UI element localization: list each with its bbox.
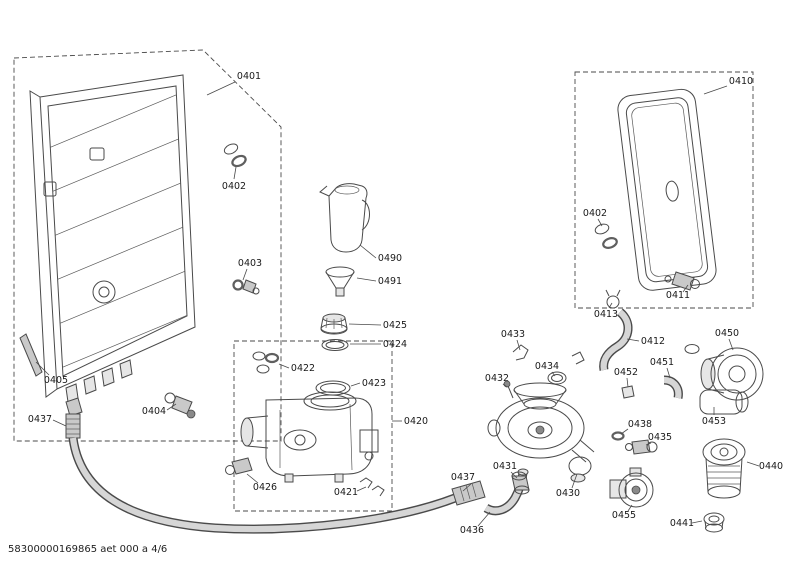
part-label-0450: 0450 [715,328,739,339]
part-cap-0441 [703,512,725,533]
part-clip-small [571,351,585,365]
group-outline-pump-0420 [233,340,393,512]
part-label-0453: 0453 [702,416,726,427]
part-seals-0422 [252,351,280,374]
footer-document-code: 58300000169865 aet 000 a 4/6 [8,544,167,555]
part-label-0436: 0436 [460,525,484,536]
part-seal-rings-right [594,223,618,249]
part-clips-0421 [359,477,385,497]
part-label-0451: 0451 [650,357,674,368]
part-door-panel [617,88,717,291]
part-fitting-0431 [511,471,530,495]
part-label-0402: 0402 [222,181,246,192]
part-label-0411: 0411 [666,290,690,301]
part-drain-pump-0455 [609,467,654,508]
part-hose-0451 [663,375,683,399]
part-seal-rings-left [223,143,247,168]
part-label-0438: 0438 [628,419,652,430]
part-label-0410: 0410 [729,76,753,87]
part-label-0431: 0431 [493,461,517,472]
part-label-0402-2: 0402 [583,208,607,219]
part-label-0434: 0434 [535,361,559,372]
part-oring-0438 [611,431,625,441]
part-label-0404: 0404 [142,406,166,417]
part-label-0441: 0441 [670,518,694,529]
part-seal-0434 [547,371,567,385]
part-label-0437-2: 0437 [451,472,475,483]
part-cap-0425 [320,313,348,335]
part-valve-0403 [232,279,260,295]
part-label-0403: 0403 [238,258,262,269]
part-label-0424: 0424 [383,339,407,350]
part-labels: 0401 0402 0403 0490 0491 0425 0424 0422 … [28,71,783,536]
part-valve-0435 [625,439,658,455]
part-hose-0412 [599,308,633,371]
part-drain-hose-0437 [65,413,457,534]
part-bracket-0452 [621,385,635,399]
part-inlet-0404 [164,392,196,419]
part-label-0426: 0426 [253,482,277,493]
part-label-0432: 0432 [485,373,509,384]
part-filter-0440 [702,438,746,499]
part-label-0433: 0433 [501,329,525,340]
part-housing-0453 [699,389,749,415]
part-label-0421: 0421 [334,487,358,498]
part-label-0435: 0435 [648,432,672,443]
part-label-0455: 0455 [612,510,636,521]
part-label-0405: 0405 [44,375,68,386]
part-label-0422: 0422 [291,363,315,374]
part-clamp-0413 [605,289,621,309]
part-funnel-0491 [325,266,355,297]
part-label-0425: 0425 [383,320,407,331]
part-label-0420: 0420 [404,416,428,427]
part-label-0437: 0437 [28,414,52,425]
part-strip-0405 [19,333,43,377]
part-label-0491: 0491 [378,276,402,287]
part-hose-coupler-0437 [451,480,486,506]
leader-lines [35,81,760,527]
part-bracket-0433 [512,344,529,361]
part-hinge-0411 [664,271,700,291]
part-label-0412: 0412 [641,336,665,347]
part-ring-0424 [321,339,349,351]
part-jug-0490 [319,183,370,253]
part-label-0430: 0430 [556,488,580,499]
group-outline-door-0410 [574,71,754,309]
part-heat-pump [240,391,379,483]
part-label-0440: 0440 [759,461,783,472]
part-label-0490: 0490 [378,253,402,264]
part-label-0423: 0423 [362,378,386,389]
part-circulation-pump-0450 [684,344,764,401]
part-fitting-0426 [225,457,253,475]
part-label-0452: 0452 [614,367,638,378]
part-label-0413: 0413 [594,309,618,320]
part-label-0401: 0401 [237,71,261,82]
